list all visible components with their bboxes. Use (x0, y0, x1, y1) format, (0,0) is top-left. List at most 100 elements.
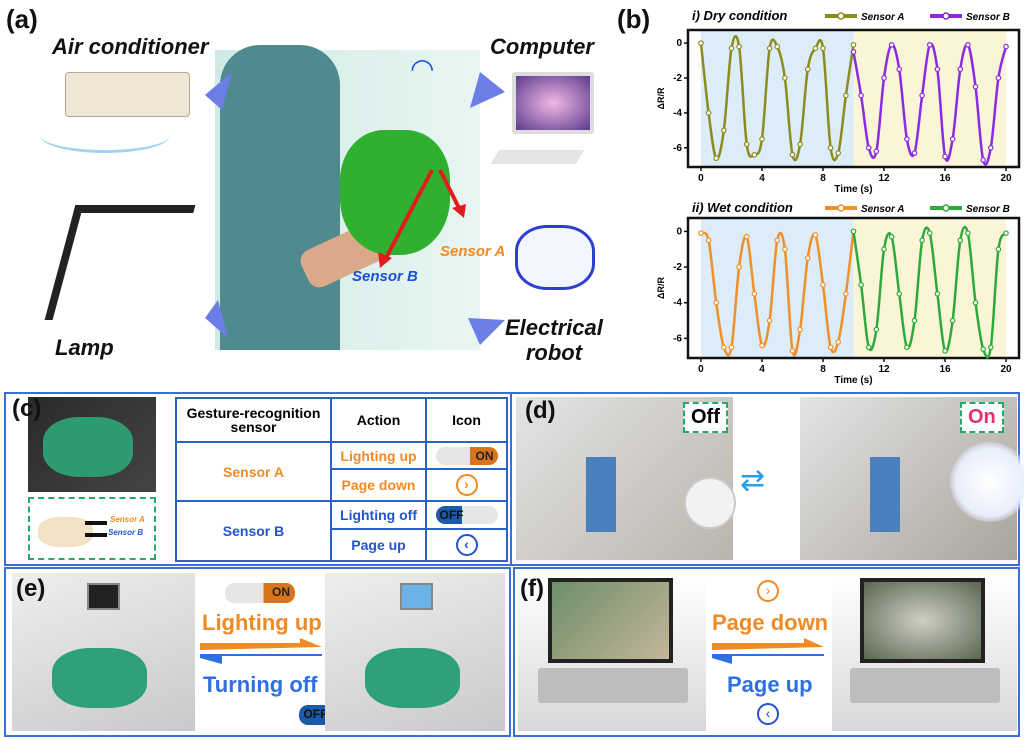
x-tick-label: 16 (939, 364, 951, 375)
toggle-on-icon: ON (225, 583, 295, 603)
turning-off-label: Turning off (203, 672, 318, 697)
data-point (721, 344, 727, 351)
glove-photo (28, 397, 156, 492)
data-point (835, 339, 842, 345)
data-point (743, 141, 750, 148)
x-tick-label: 8 (820, 173, 826, 184)
y-tick-label: 0 (676, 226, 682, 237)
air-conditioner-image (65, 72, 190, 117)
chevron-left-icon: ‹ (455, 533, 478, 556)
glove-screen-off-photo (12, 573, 195, 731)
data-point (919, 92, 925, 99)
sensor-b-label: Sensor B (352, 268, 418, 285)
y-tick-label: -2 (673, 262, 682, 273)
legend-marker (942, 204, 950, 212)
panel-c-label: (c) (12, 395, 42, 422)
divider (510, 392, 512, 566)
chevron-right-icon: › (757, 580, 779, 602)
data-point (926, 42, 933, 48)
data-point (797, 141, 803, 148)
data-point (995, 246, 1002, 253)
data-point (705, 110, 712, 116)
x-axis-label: Time (s) (834, 184, 872, 195)
data-point (843, 92, 849, 99)
green-glove (340, 130, 450, 255)
data-point (888, 42, 895, 48)
arrow-down-left-icon (205, 300, 228, 338)
x-tick-label: 0 (698, 364, 704, 375)
glove-screen-on-photo (325, 573, 505, 731)
data-point (713, 299, 720, 306)
data-point (736, 43, 742, 50)
data-point (728, 45, 735, 52)
data-point (789, 151, 796, 158)
data-point (965, 230, 971, 236)
data-point (888, 233, 895, 240)
action-page-up: Page up (330, 527, 427, 563)
panel-e-frame (4, 567, 511, 737)
legend-label: Sensor B (966, 12, 1010, 23)
sensor-arrows (205, 72, 505, 345)
data-point (972, 299, 979, 306)
data-point (705, 237, 712, 244)
data-point (812, 45, 819, 52)
data-point (865, 145, 872, 151)
off-badge: Off (683, 402, 728, 433)
x-tick-label: 20 (1000, 364, 1012, 375)
header-icon: Icon (425, 397, 508, 443)
chevron-left-icon: ‹ (757, 703, 779, 725)
x-tick-label: 4 (759, 364, 765, 375)
data-point (774, 43, 781, 50)
data-point (949, 317, 956, 324)
data-point (1003, 230, 1009, 236)
data-point (820, 282, 826, 288)
x-tick-label: 8 (820, 364, 826, 375)
action-lighting-up: Lighting up (330, 440, 427, 471)
data-point (904, 136, 910, 142)
data-point (980, 346, 986, 352)
chevron-right-icon: › (455, 474, 478, 497)
air-conditioner-label: Air conditioner (52, 34, 209, 59)
data-point (698, 40, 704, 46)
data-point (865, 344, 872, 351)
computer-image (512, 72, 594, 134)
data-point (743, 233, 750, 240)
y-tick-label: 0 (676, 38, 682, 49)
data-point (782, 75, 788, 81)
data-point (797, 326, 803, 333)
data-point (949, 136, 956, 142)
y-tick-label: -2 (673, 73, 682, 84)
x-axis-label: Time (s) (834, 375, 872, 386)
data-point (721, 127, 727, 134)
robot-dog-image (515, 225, 595, 290)
wifi-icon: ◠ (410, 53, 435, 84)
x-tick-label: 4 (759, 173, 765, 184)
header-action: Action (330, 397, 427, 443)
data-point (766, 45, 773, 52)
robot-label-line2: robot (525, 340, 583, 365)
page-up-label: Page up (727, 672, 813, 697)
data-point (804, 66, 811, 73)
data-point (728, 344, 735, 351)
gesture-table: Gesture-recognition sensor Action Icon S… (175, 397, 508, 563)
electrical-robot-label: Electrical robot (505, 315, 603, 365)
robot-label-line1: Electrical (505, 315, 603, 340)
data-point (812, 232, 819, 238)
laptop-page1-photo (518, 573, 706, 731)
bidirectional-arrows-icon (712, 638, 824, 664)
y-tick-label: -4 (673, 298, 682, 309)
chart-title: i) Dry condition (692, 8, 787, 23)
data-point (934, 290, 941, 297)
data-point (987, 145, 994, 151)
inset-sensor-b: Sensor B (108, 528, 144, 537)
data-point (713, 155, 720, 162)
data-point (957, 66, 964, 73)
x-tick-label: 20 (1000, 173, 1012, 184)
data-point (751, 151, 758, 158)
legend-label: Sensor B (966, 204, 1010, 215)
airflow-icon (40, 118, 170, 153)
data-point (896, 66, 903, 73)
panel-f-label: (f) (520, 575, 544, 602)
data-point (782, 246, 788, 253)
arrow-up-right-icon (470, 72, 505, 108)
